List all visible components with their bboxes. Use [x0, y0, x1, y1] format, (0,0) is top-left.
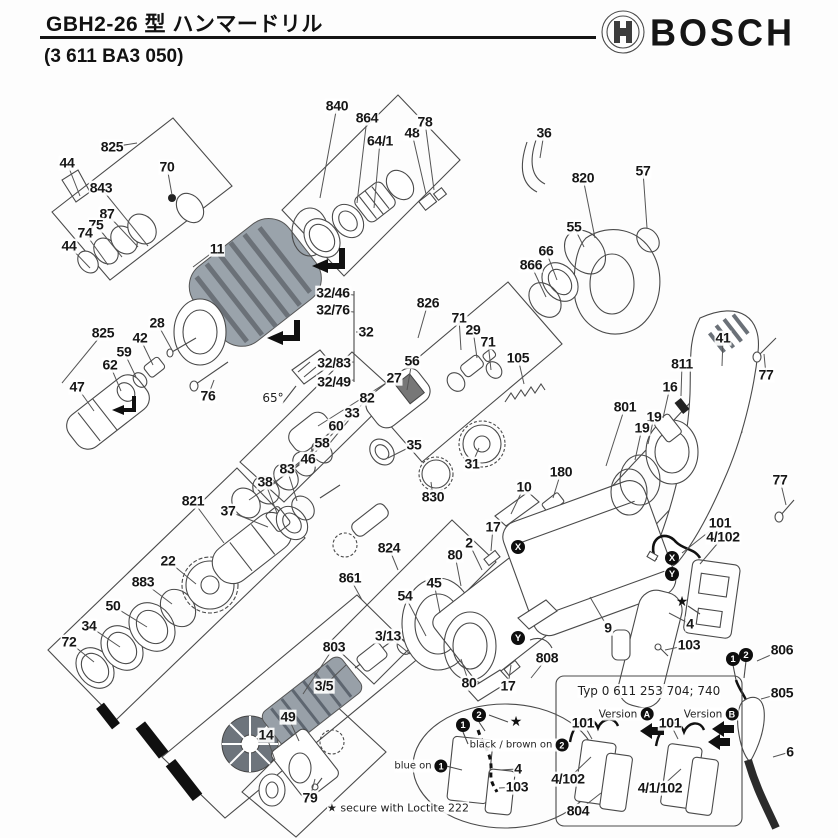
cable-assembly [732, 660, 780, 830]
title-rule [40, 36, 596, 39]
chuck-assembly [61, 169, 205, 274]
motor-housing [467, 480, 683, 709]
model-number: (3 611 BA3 050) [44, 46, 184, 67]
page-title: GBH2-26 型 ハンマードリル [46, 13, 323, 36]
switch-wiring [646, 534, 741, 657]
bent-arrows [112, 248, 345, 415]
end-cap-group [610, 398, 699, 516]
inset-detail [412, 703, 598, 829]
piston-ring-chain [75, 484, 341, 689]
top-bearing-set [303, 169, 448, 258]
bosch-logo-icon [601, 10, 645, 54]
typ-variant-box [555, 675, 743, 827]
group-frames [47, 94, 743, 838]
leader-lines [61, 105, 791, 812]
brand-wordmark: BOSCH [650, 10, 796, 54]
brush-plate-group [258, 728, 345, 807]
gear-housing-cluster [521, 139, 661, 335]
sds-chuck-group [66, 337, 333, 450]
